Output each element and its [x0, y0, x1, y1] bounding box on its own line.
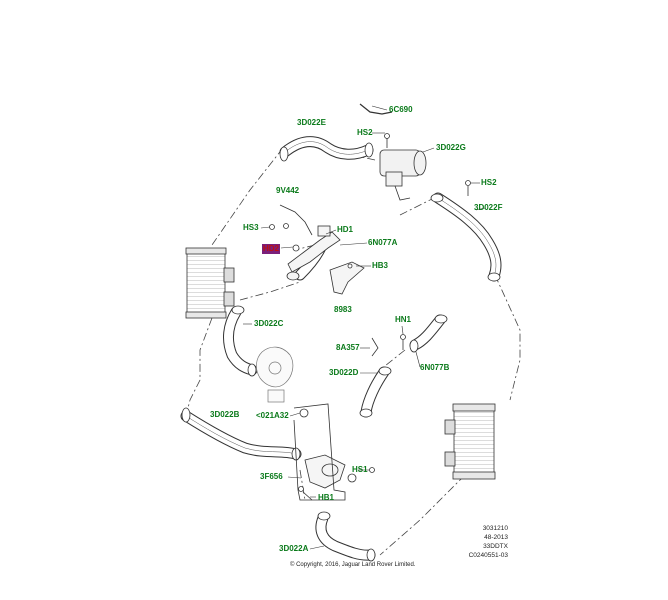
reference-line-3: 33DDTX: [483, 543, 508, 550]
callout-3D022A: 3D022A: [279, 544, 309, 553]
reference-block: 3031210 48-2013 33DDTX C0240551-03: [450, 524, 508, 560]
right-intercooler: [444, 403, 496, 480]
leader-lines: [243, 105, 486, 550]
callout-8A357: 8A357: [336, 343, 360, 352]
bracket-8983: [329, 261, 365, 295]
callout-HN1: HN1: [395, 315, 412, 324]
callout-3D022D: 3D022D: [329, 368, 359, 377]
callout-9V442: 9V442: [276, 186, 300, 195]
left-intercooler: [185, 247, 235, 319]
reference-line-2: 48-2013: [484, 534, 508, 541]
callout-HB3: HB3: [372, 261, 389, 270]
turbocharger: [256, 346, 294, 403]
callout-HD1: HD1: [337, 225, 354, 234]
throttle-housing: [359, 103, 427, 201]
callout-6C690: 6C690: [389, 105, 413, 114]
callout-HS1: HS1: [352, 465, 368, 474]
reference-line-4: C0240551-03: [468, 552, 508, 559]
copyright-notice: © Copyright, 2016, Jaguar Land Rover Lim…: [290, 562, 416, 568]
callout-HS3: HS3: [243, 223, 259, 232]
part-3F656: [298, 454, 357, 501]
callout-HS2-upper: HS2: [357, 128, 373, 137]
reference-line-1: 3031210: [482, 525, 508, 532]
callout-3D022C: 3D022C: [254, 319, 284, 328]
callout-3D022B: 3D022B: [210, 410, 240, 419]
callout-6N077B: 6N077B: [420, 363, 450, 372]
callout-HD2-highlighted: HD2: [262, 244, 281, 254]
callout-8983: 8983: [334, 305, 352, 314]
pipe-assembly-6N077A: [279, 204, 341, 281]
callout-021A32: <021A32: [256, 411, 289, 420]
callout-6N077A: 6N077A: [368, 238, 398, 247]
callout-HB1: HB1: [318, 493, 335, 502]
fasteners: [269, 180, 471, 473]
callout-3D022E: 3D022E: [297, 118, 326, 127]
callout-3F656: 3F656: [260, 472, 283, 481]
callout-HS2-right: HS2: [481, 178, 497, 187]
callout-3D022G: 3D022G: [436, 143, 466, 152]
callout-3D022F: 3D022F: [474, 203, 503, 212]
